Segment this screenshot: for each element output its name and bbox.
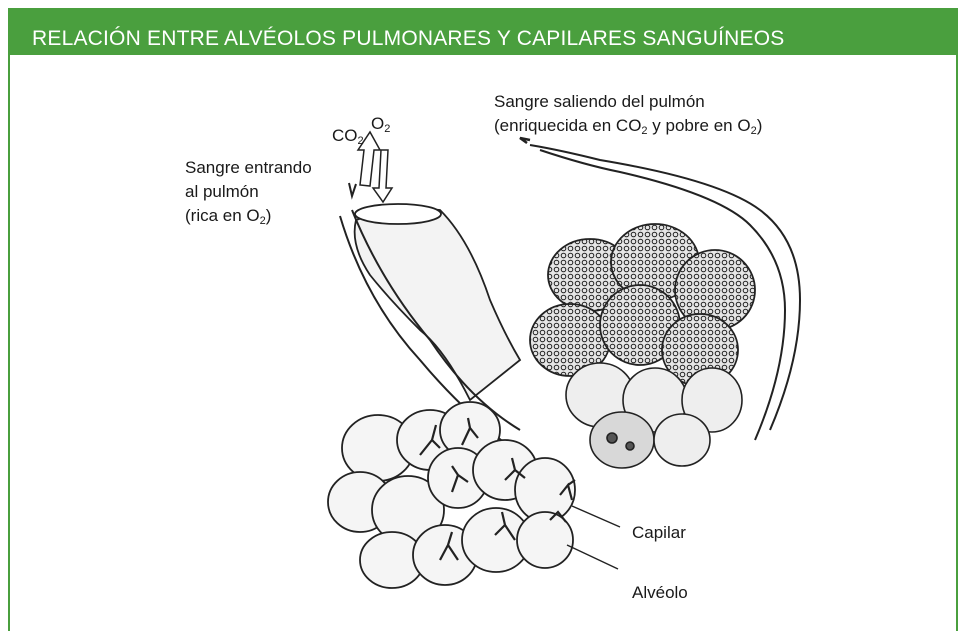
blood-in-line-1: Sangre entrando: [185, 158, 312, 177]
blood-in-label: Sangre entrando al pulmón (rica en O2): [185, 156, 312, 228]
blood-out-label: Sangre saliendo del pulmón (enriquecida …: [494, 90, 762, 138]
bronchiole: [353, 203, 522, 402]
o2-label: O2: [371, 114, 391, 135]
capilar-label: Capilar: [632, 523, 686, 542]
gas-exchange-arrows: [348, 130, 394, 204]
capillary-branches: [419, 417, 576, 561]
blood-in-line-3: (rica en O2): [185, 206, 272, 227]
alveolo-label: Alvéolo: [632, 583, 688, 602]
capillary-network: [529, 223, 756, 387]
blood-out-line-1: Sangre saliendo del pulmón: [494, 92, 705, 111]
title-bar: RELACIÓN ENTRE ALVÉOLOS PULMONARES Y CAP…: [8, 8, 958, 55]
blood-out-line-2: (enriquecida en CO2 y pobre en O2): [494, 116, 763, 137]
figure-title: RELACIÓN ENTRE ALVÉOLOS PULMONARES Y CAP…: [32, 27, 785, 50]
co2-label: CO2: [332, 126, 364, 147]
blood-in-line-2: al pulmón: [185, 182, 259, 201]
alveoli-cluster: [327, 401, 576, 589]
label-pointers: [566, 505, 621, 570]
alveolus-section: [565, 362, 743, 469]
